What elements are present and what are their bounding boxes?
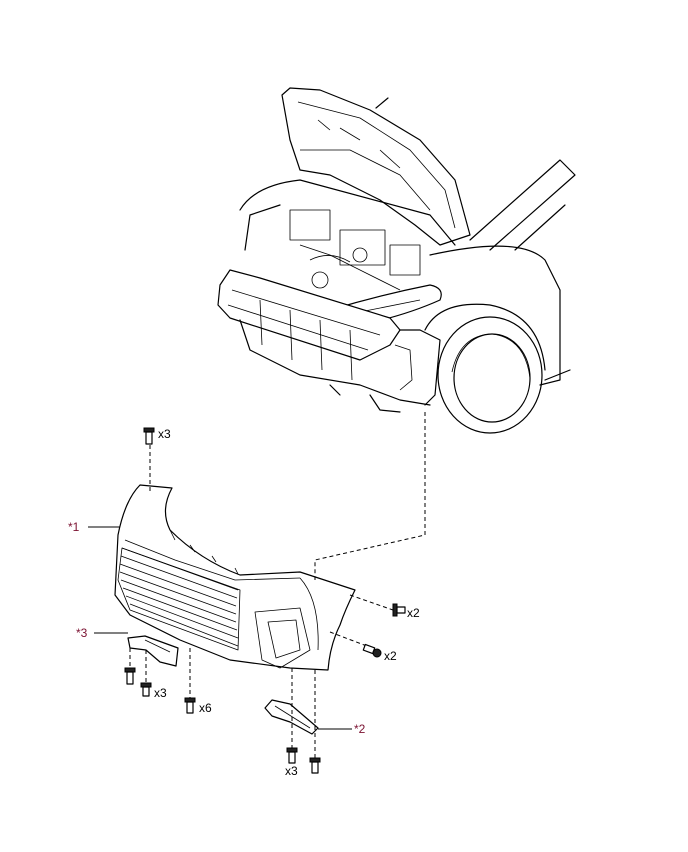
callout-2: *2	[354, 722, 366, 736]
front-bumper-cover	[114, 484, 356, 671]
qty-side-upper: x2	[407, 606, 420, 620]
vehicle-front-illustration	[217, 87, 576, 434]
clip-icon	[392, 603, 406, 617]
bolt-icon	[124, 667, 136, 685]
bolt-icon	[143, 427, 155, 445]
callout-1: *1	[68, 520, 80, 534]
bolt-icon	[140, 682, 152, 697]
bumper-retainer-left	[127, 635, 179, 667]
callout-3: *3	[76, 626, 88, 640]
qty-bottom-right: x3	[285, 764, 298, 778]
qty-bottom-center: x6	[199, 701, 212, 715]
clip-icon	[362, 643, 382, 658]
bolt-icon	[286, 747, 298, 764]
qty-side-lower: x2	[384, 649, 397, 663]
qty-bottom-left: x3	[154, 686, 167, 700]
qty-top-bolts: x3	[158, 427, 171, 441]
bolt-icon	[309, 757, 321, 774]
bolt-icon	[184, 697, 196, 714]
